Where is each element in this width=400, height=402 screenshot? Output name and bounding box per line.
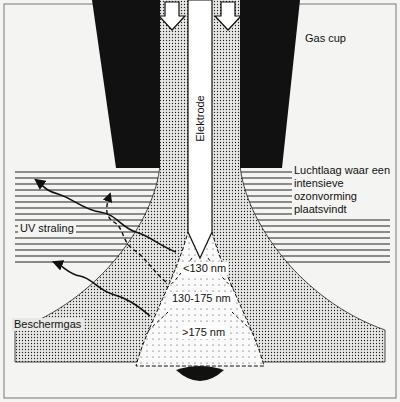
wavelength-label: <130 nm bbox=[181, 262, 228, 275]
zone-note: Luchtlaag waar een intensieve ozonvormin… bbox=[292, 164, 392, 216]
wavelength-label: >175 nm bbox=[180, 326, 227, 339]
weld-pool bbox=[176, 366, 224, 381]
gas-cup-wall bbox=[240, 0, 300, 168]
uv-ray bbox=[36, 180, 176, 252]
arc-zone-lines bbox=[146, 258, 254, 334]
gas-cup-wall bbox=[92, 0, 160, 168]
electrode bbox=[188, 0, 212, 258]
electrode-label: Elektrode bbox=[193, 95, 206, 141]
uv-ray bbox=[107, 194, 166, 282]
wavelength-label: 130-175 nm bbox=[170, 292, 233, 305]
part-label: Beschermgas bbox=[12, 318, 83, 331]
part-label: Gas cup bbox=[303, 32, 348, 45]
radiation-label: UV straling bbox=[18, 222, 76, 235]
flow-arrow bbox=[159, 2, 185, 30]
flow-arrow bbox=[215, 2, 241, 30]
uv-ray bbox=[54, 262, 150, 316]
